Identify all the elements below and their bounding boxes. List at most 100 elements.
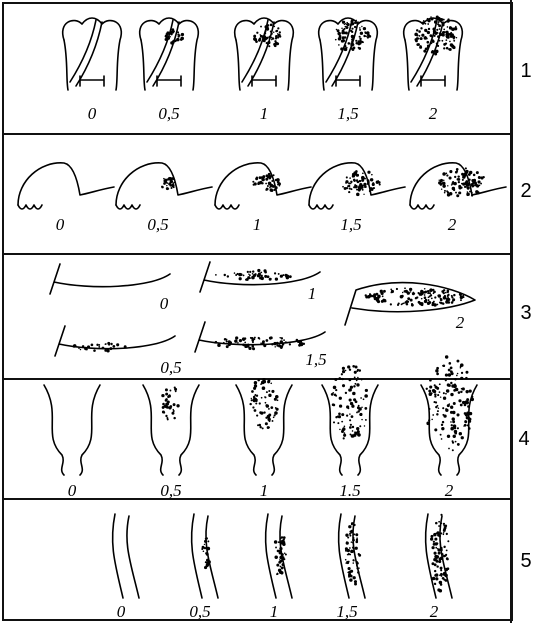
lesion-dot [346,415,348,417]
lesion-dot [341,373,343,375]
lesion-dot [344,432,346,434]
lesion-dot [358,189,361,192]
lesion-dot [253,387,256,390]
lesion-dot [259,277,262,280]
lesion-dot [351,42,353,44]
lesion-dot [427,23,429,25]
lesion-dot [423,50,426,53]
lesion-dot [348,525,351,528]
lesion-dot [454,385,457,388]
lesion-dot [452,449,454,451]
lesion-dot [467,187,470,190]
lesion-dot [262,386,266,390]
lesion-dot [353,577,355,579]
lesion-dot [446,389,449,392]
lesion-dot [452,36,455,39]
lesion-dot [359,29,361,31]
lesion-dot [450,370,453,373]
lesion-dot [352,365,355,368]
lesion-dot [434,52,437,55]
vessel-wall [206,516,218,598]
lesion-dot [464,186,466,188]
lesion-dot [441,188,442,189]
lesion-dot [169,36,171,38]
lesion-dot [474,184,476,186]
lesion-dot [469,191,471,193]
lesion-dot [250,278,251,279]
score-label: 1 [260,481,269,501]
lesion-dot [447,404,450,407]
lesion-dot [267,175,269,177]
lesion-dot [428,419,430,421]
lesion-dot [347,185,349,187]
lesion-dot [353,186,355,188]
lesion-dot [405,290,408,293]
lesion-dot [452,46,455,49]
lumen-wall [44,385,64,475]
lesion-dot [260,26,262,28]
lesion-dot [332,392,334,394]
tooth-outline [64,40,68,90]
lesion-dot [453,402,456,405]
lesion-dot [468,427,471,430]
lesion-dot [279,183,281,185]
lesion-dot [454,378,456,380]
lesion-dot [444,190,446,192]
lesion-dot [459,293,462,296]
lesion-dot [270,278,272,280]
lesion-dot [431,419,433,421]
tooth-outline [141,40,145,90]
lesion-dot [162,411,165,414]
lesion-dot [466,371,469,374]
lesion-dot [353,524,355,526]
lesion-dot [365,294,367,296]
lesion-dot [342,384,345,387]
lesion-dot [407,297,410,300]
lesion-dot [256,32,258,34]
lesion-dot [173,403,176,406]
lesion-dot [350,550,354,554]
lesion-dot [226,345,229,348]
lesion-dot [447,295,449,297]
lesion-dot [443,303,445,305]
lesion-dot [430,289,432,291]
lesion-dot [444,573,447,576]
lesion-dot [269,420,271,422]
lesion-dot [259,338,261,340]
lesion-dot [452,411,455,414]
lesion-dot [421,298,423,300]
lesion-dot [467,194,469,196]
lesion-dot [461,436,464,439]
lesion-dot [426,41,429,44]
lesion-dot [173,410,175,412]
lesion-dot [447,185,448,186]
score-label: 2 [456,313,465,333]
lesion-dot [411,303,413,305]
lesion-dot [274,44,277,47]
lesion-dot [435,369,438,372]
lesion-dot [446,533,448,535]
lesion-dot [473,174,476,177]
lesion-dot [456,37,457,38]
lesion-dot [349,426,352,429]
lesion-dot [418,30,421,33]
lesion-dot [467,424,469,426]
lesion-dot [451,296,453,298]
lesion-dot [247,271,249,273]
lesion-dot [478,176,481,179]
lesion-dot [406,303,409,306]
lesion-dot [275,37,277,39]
lesion-dot [421,294,422,295]
lesion-dot [363,27,366,30]
lesion-dot [239,277,242,280]
lesion-dot [116,343,119,346]
lesion-dot [431,392,433,394]
score-label: 1,5 [305,350,326,370]
lesion-dot [174,386,176,388]
lesion-dot [435,543,438,546]
lesion-dot [249,271,251,273]
lesion-dot [362,172,364,174]
lesion-dot [353,47,356,50]
lesion-dot [333,386,335,388]
lesion-dot [428,390,431,393]
